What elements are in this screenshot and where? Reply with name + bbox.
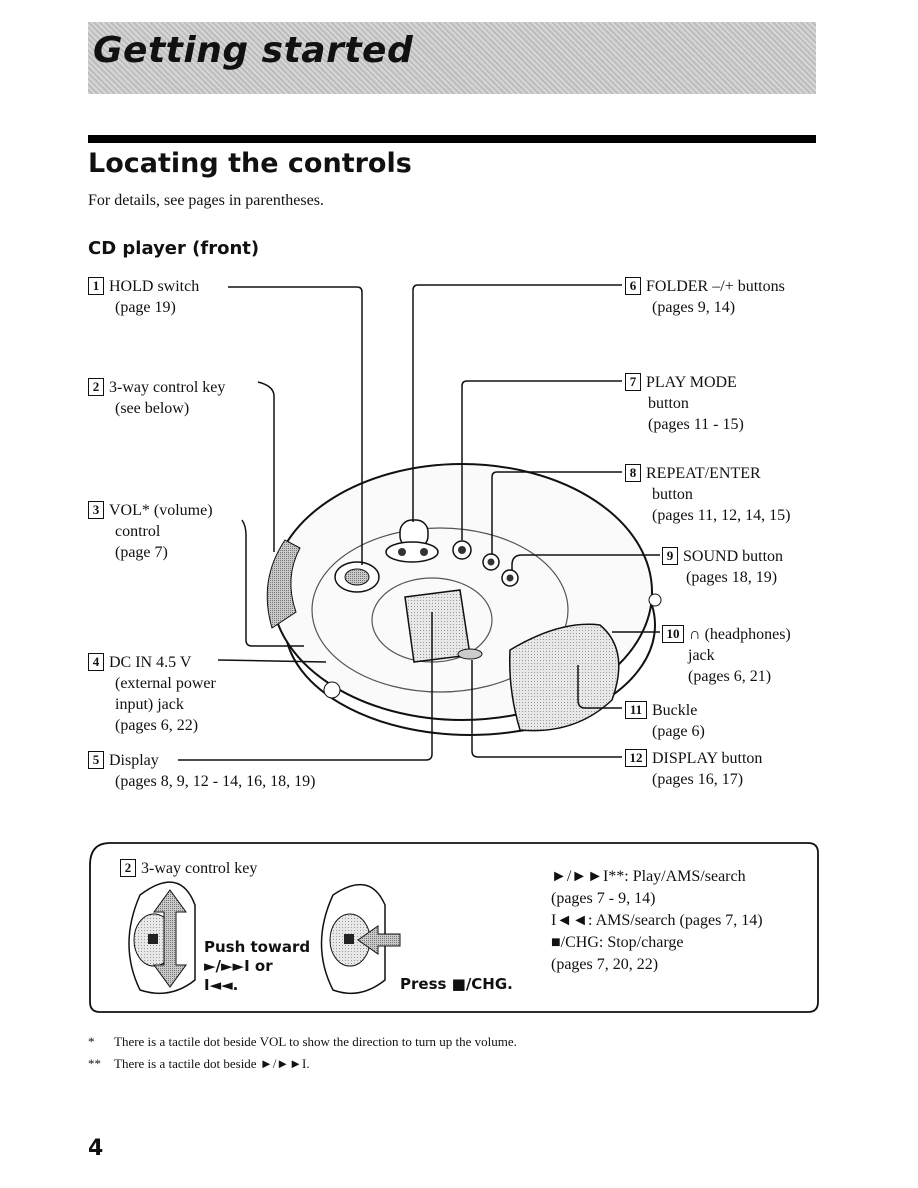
section-rule <box>88 135 816 143</box>
buckle-cover <box>508 623 620 732</box>
footnote-1: *There is a tactile dot beside VOL to sh… <box>88 1034 517 1049</box>
control-key-description: ►/►►I**: Play/AMS/search (pages 7 - 9, 1… <box>551 868 763 973</box>
label-headphones: 10∩ (headphones) jack (pages 6, 21) <box>662 624 791 687</box>
banner-title: Getting started <box>93 30 414 71</box>
press-instruction: Press ■/CHG. <box>400 975 513 993</box>
subhead: CD player (front) <box>88 238 260 259</box>
push-instruction: Push toward ►/►►I or I◄◄. <box>204 938 311 994</box>
section-title: Locating the controls <box>88 148 412 179</box>
footnote-2: **There is a tactile dot beside ►/►►I. <box>88 1056 310 1071</box>
headphones-icon: ∩ <box>689 626 705 643</box>
header-banner <box>88 22 816 94</box>
page-number: 4 <box>88 1136 104 1161</box>
control-key-box <box>89 842 819 1013</box>
intro-text: For details, see pages in parentheses. <box>88 192 324 209</box>
